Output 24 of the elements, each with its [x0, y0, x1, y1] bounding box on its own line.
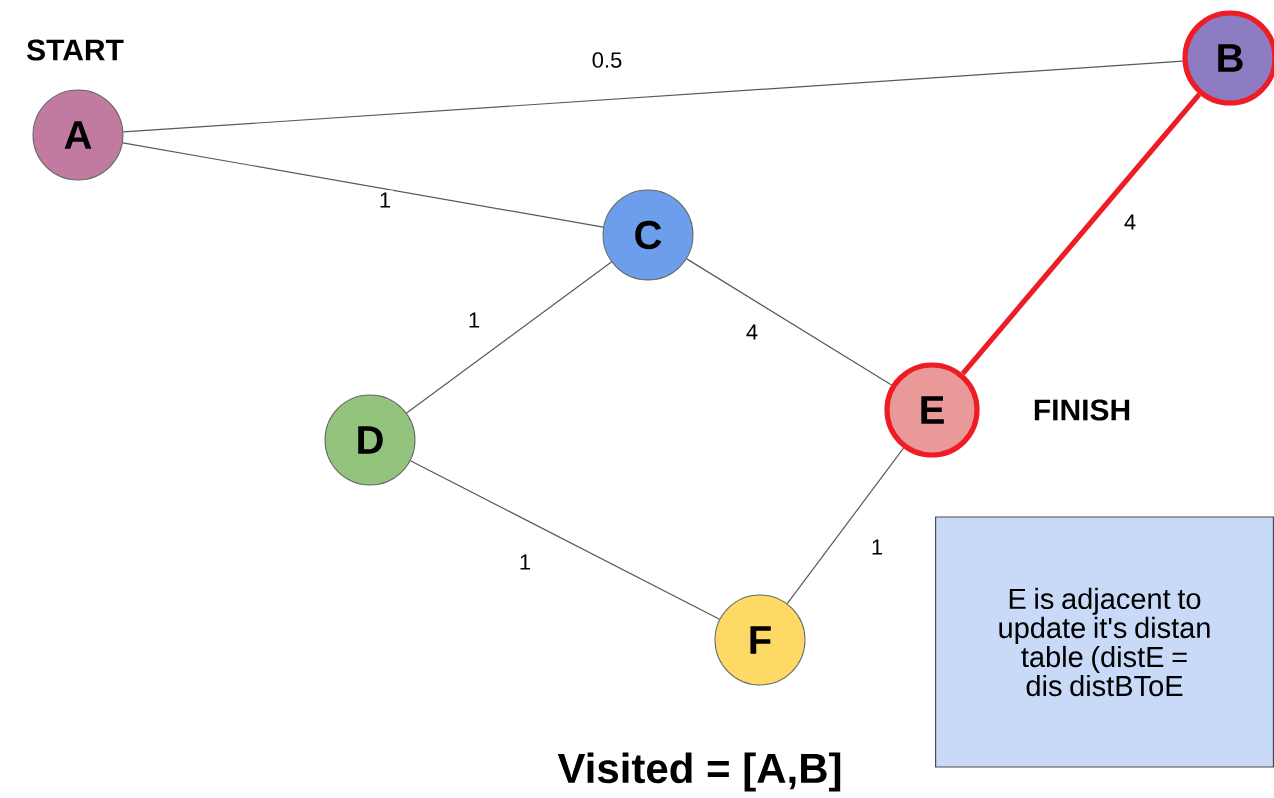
edge-label: 0.5: [589, 50, 625, 70]
graph-edge: [122, 60, 1184, 133]
edge-label: 1: [868, 537, 886, 557]
edge-label: 1: [516, 552, 534, 572]
graph-node: B: [1182, 10, 1274, 106]
graph-node: E: [884, 362, 980, 458]
edge-label: 1: [376, 190, 394, 210]
caption: Visited = [A,B]: [557, 752, 841, 792]
graph-node: A: [32, 89, 124, 181]
graph-edge: [409, 460, 721, 620]
graph-node: C: [602, 189, 694, 281]
graph-edge: [960, 92, 1202, 376]
node-caption: START: [27, 39, 124, 61]
edge-label: 4: [743, 322, 761, 342]
graph-edge: [686, 258, 893, 386]
graph-edge: [786, 447, 905, 605]
edge-label: 4: [1121, 212, 1139, 232]
graph-node: F: [714, 594, 806, 686]
graph-edge: [406, 261, 612, 414]
note-box: E is adjacent to update it's distan table (distE = dis distBToE: [935, 516, 1274, 768]
graph-node: D: [324, 394, 416, 486]
graph-edge: [122, 142, 604, 228]
edge-label: 1: [465, 310, 483, 330]
node-caption: FINISH: [1034, 399, 1130, 421]
